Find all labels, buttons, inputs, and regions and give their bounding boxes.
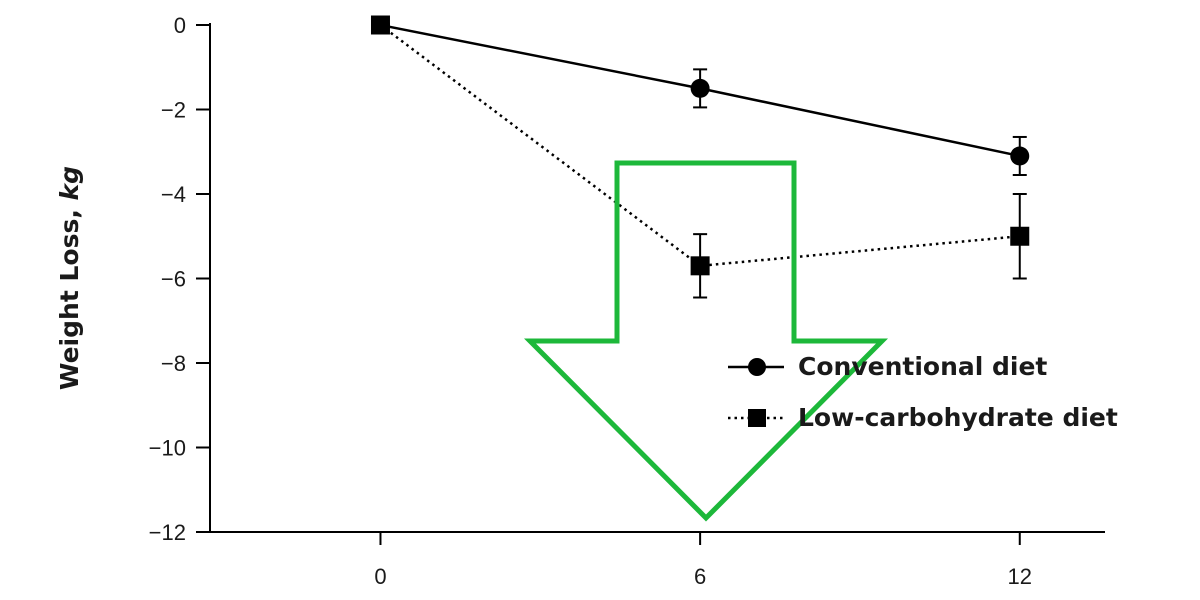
y-axis: 0 −2 −4 −6 −8 −10 −12: [149, 13, 211, 545]
y-axis-title-unit: kg: [55, 166, 84, 201]
x-tick-label: 0: [374, 564, 386, 589]
series-low-carbohydrate-diet: [370, 15, 1030, 299]
legend-label-low-carb: Low-carbohydrate diet: [798, 403, 1118, 432]
y-tick-label: −2: [161, 98, 186, 123]
x-tick-label: 12: [1008, 564, 1032, 589]
data-point-square: [370, 15, 390, 35]
y-axis-title: Weight Loss, kg: [55, 166, 84, 390]
x-tick-label: 6: [694, 564, 706, 589]
legend-item-conventional-diet: Conventional diet: [728, 352, 1047, 381]
down-arrow-annotation: [523, 160, 889, 522]
series-layer: [370, 15, 1030, 299]
x-axis: 0 6 12: [210, 531, 1105, 589]
y-tick-label: 0: [174, 13, 186, 38]
y-tick-label: −12: [149, 520, 186, 545]
legend-label-conventional: Conventional diet: [798, 352, 1047, 381]
legend-marker-square: [748, 409, 766, 427]
legend-item-low-carbohydrate-diet: Low-carbohydrate diet: [728, 403, 1118, 432]
legend: Conventional diet Low-carbohydrate diet: [728, 352, 1118, 432]
series-line: [379, 24, 1020, 268]
series-conventional-diet: [370, 15, 1030, 176]
data-point-square: [1010, 226, 1030, 246]
y-tick-label: −6: [161, 267, 186, 292]
y-tick-label: −4: [161, 182, 186, 207]
y-axis-title-main: Weight Loss,: [55, 200, 84, 390]
data-point-square: [690, 256, 710, 276]
data-point-circle: [1010, 146, 1030, 166]
legend-marker-circle: [748, 358, 766, 376]
data-point-circle: [690, 78, 710, 98]
y-tick-label: −8: [161, 351, 186, 376]
y-tick-label: −10: [149, 436, 186, 461]
